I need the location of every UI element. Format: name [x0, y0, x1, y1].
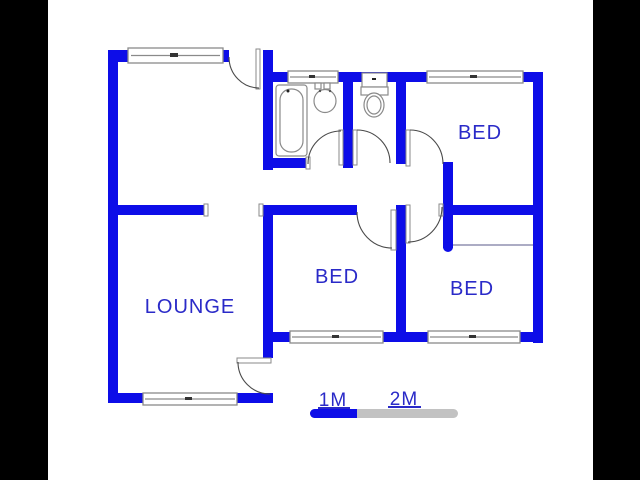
wall-top-stub	[273, 72, 289, 82]
room-label-lounge: LOUNGE	[145, 296, 235, 318]
wall-exterior-left	[108, 50, 118, 403]
wall-bathroom-bottom	[263, 158, 308, 168]
room-labels: LOUNGE BED BED BED	[145, 122, 502, 318]
wall-top-right-corner	[522, 72, 543, 82]
door-swing	[228, 56, 260, 89]
fixtures	[275, 72, 389, 157]
wall-bottom-3	[519, 332, 543, 342]
window	[426, 70, 524, 84]
wall-divider-upper	[263, 50, 273, 170]
letterbox-left	[0, 0, 48, 480]
door-leaves	[203, 48, 444, 364]
wall-top-bed-left	[406, 72, 428, 82]
bathtub-icon	[275, 84, 308, 157]
window	[142, 392, 238, 406]
door-leaf-bed-top	[405, 129, 411, 167]
scale-bar: 1M 2M	[310, 389, 458, 418]
wall-lounge-bottom-left	[108, 393, 144, 403]
wall-wc-right	[396, 72, 406, 164]
door-jamb	[203, 203, 209, 217]
window	[289, 330, 384, 344]
wall-top-cap	[222, 50, 229, 62]
windows	[127, 47, 524, 406]
door-arcs	[228, 56, 444, 395]
wall-hall-right-cap	[443, 242, 453, 252]
room-label-bed-middle: BED	[315, 266, 359, 288]
window	[287, 70, 339, 84]
wall-bottom-1	[263, 332, 291, 342]
wall-lounge-bottom-right	[236, 393, 273, 403]
door-swing	[307, 130, 342, 165]
door-leaf-entry	[255, 48, 261, 90]
door-swing	[356, 211, 393, 249]
scale-label-2m: 2M	[390, 389, 418, 410]
wall-bath-wc-divider	[343, 74, 353, 168]
wall-midbed-top	[263, 205, 357, 215]
door-swing	[237, 361, 271, 395]
door-jamb	[258, 203, 264, 217]
door-leaf-bathroom	[338, 129, 344, 166]
room-label-bed-top-right: BED	[458, 122, 502, 144]
door-swing	[407, 206, 443, 243]
scale-bar-blue-end	[345, 409, 357, 418]
door-swing	[356, 129, 391, 164]
door-leaf-bed-middle	[390, 209, 397, 251]
wall-top-left-corner	[108, 50, 130, 62]
door-leaf-wc	[352, 129, 358, 166]
wall-divider-lower	[263, 205, 273, 358]
wall-bed-divider	[396, 205, 406, 342]
wall-bed-horizontal-divider	[443, 205, 543, 215]
room-label-bed-bottom-right: BED	[450, 278, 494, 300]
door-leaf-lounge-back	[236, 357, 272, 364]
letterbox-right	[593, 0, 640, 480]
door-leaf-bed-right	[405, 204, 411, 244]
window	[127, 47, 224, 64]
walls	[108, 50, 543, 403]
scale-label-1m: 1M	[319, 390, 347, 411]
toilet-icon	[360, 72, 389, 118]
washbasin-icon	[313, 82, 337, 114]
window	[427, 330, 521, 344]
door-swing	[409, 129, 444, 165]
wall-lounge-entry-divider	[117, 205, 207, 215]
